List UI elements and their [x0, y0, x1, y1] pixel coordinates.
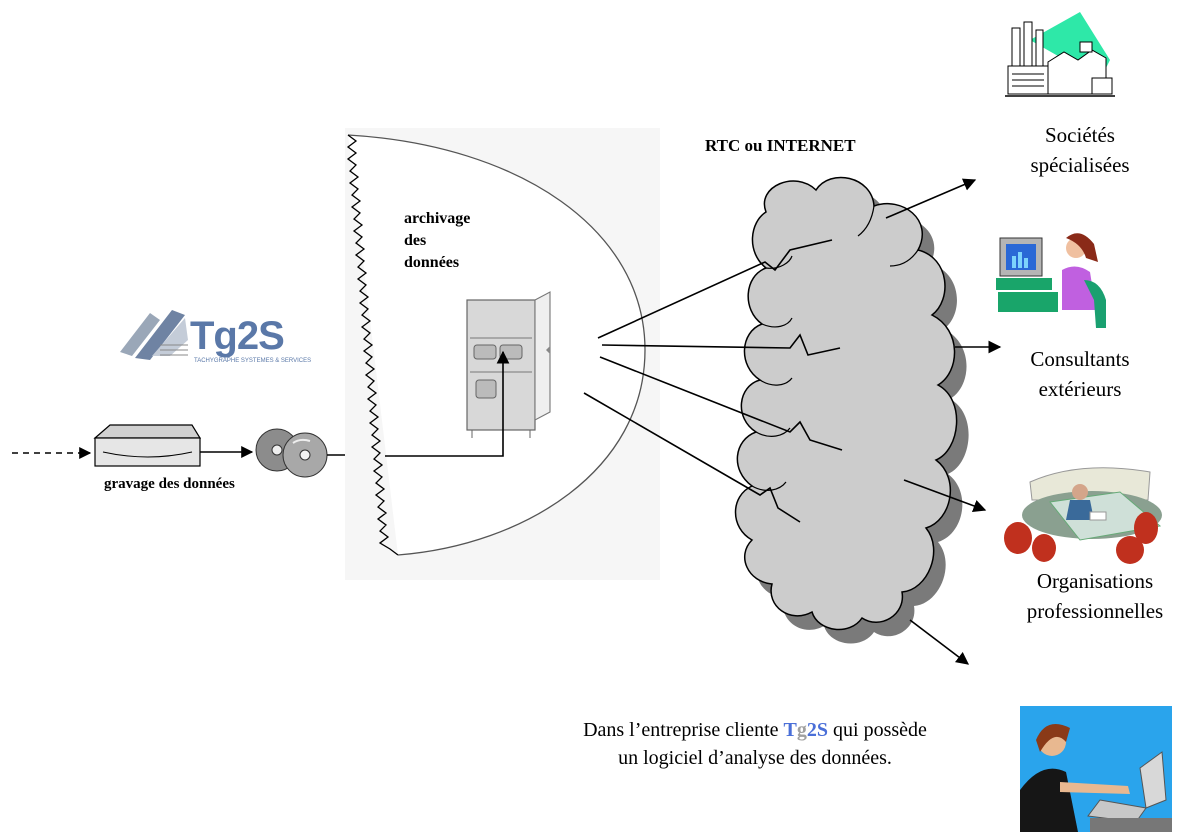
- link-line-1: [597, 239, 833, 339]
- factory-icon: [1005, 12, 1115, 97]
- arrow-to-client: [909, 619, 970, 665]
- link-line-2: [601, 333, 841, 356]
- client-caption-line1: Dans l’entreprise cliente Tg2S qui possè…: [505, 716, 1005, 744]
- organisations-label-line2: professionnelles: [1026, 599, 1164, 623]
- consultants-label-line1: Consultants: [1030, 347, 1130, 371]
- consultants-label: Consultants extérieurs: [995, 344, 1165, 404]
- client-brand-t: T: [783, 719, 797, 741]
- societes-label-line1: Sociétés: [1045, 123, 1115, 147]
- tg2s-logo-tagline: TACHYGRAPHE SYSTEMES & SERVICES: [194, 358, 312, 364]
- consultant-at-computer-icon: [996, 233, 1106, 328]
- societes-label-line2: spécialisées: [1030, 153, 1130, 177]
- engraving-label: gravage des données: [104, 476, 235, 492]
- organisations-label: Organisations professionnelles: [1010, 566, 1180, 626]
- tg2s-logo-text: Tg2S: [190, 314, 285, 358]
- tg2s-logo-icon: [120, 310, 188, 360]
- archive-label: archivage des données: [404, 208, 470, 274]
- client-caption: Dans l’entreprise cliente Tg2S qui possè…: [505, 716, 1005, 772]
- client-caption-line2: un logiciel d’analyse des données.: [618, 747, 892, 769]
- disc-burner-icon: [93, 424, 202, 467]
- archive-label-line2: des: [404, 232, 427, 249]
- arrow-to-organisations: [903, 479, 987, 513]
- cloud-inner-arcs: [751, 205, 919, 491]
- archive-label-line3: données: [404, 254, 460, 271]
- client-brand-g: g: [796, 719, 807, 741]
- arrow-to-societes: [885, 178, 977, 219]
- organisations-label-line1: Organisations: [1036, 569, 1154, 593]
- client-caption-suffix: qui possède: [828, 719, 927, 741]
- consultants-label-line2: extérieurs: [1038, 377, 1122, 401]
- archive-label-line1: archivage: [404, 210, 471, 227]
- cd-discs-icon: [255, 428, 328, 478]
- link-line-3: [599, 356, 843, 451]
- network-label: RTC ou INTERNET: [705, 136, 856, 155]
- zigzag-wall: [346, 134, 399, 556]
- archive-input-arrow: [385, 350, 510, 457]
- client-caption-prefix: Dans l’entreprise cliente: [583, 719, 784, 741]
- client-brand-2s: 2S: [806, 719, 829, 741]
- archive-cabinet-icon: [466, 291, 551, 438]
- client-at-laptop-icon: [1020, 706, 1172, 832]
- meeting-room-icon: [1004, 467, 1162, 564]
- link-line-4: [583, 392, 801, 523]
- societes-label: Sociétés spécialisées: [1000, 120, 1160, 180]
